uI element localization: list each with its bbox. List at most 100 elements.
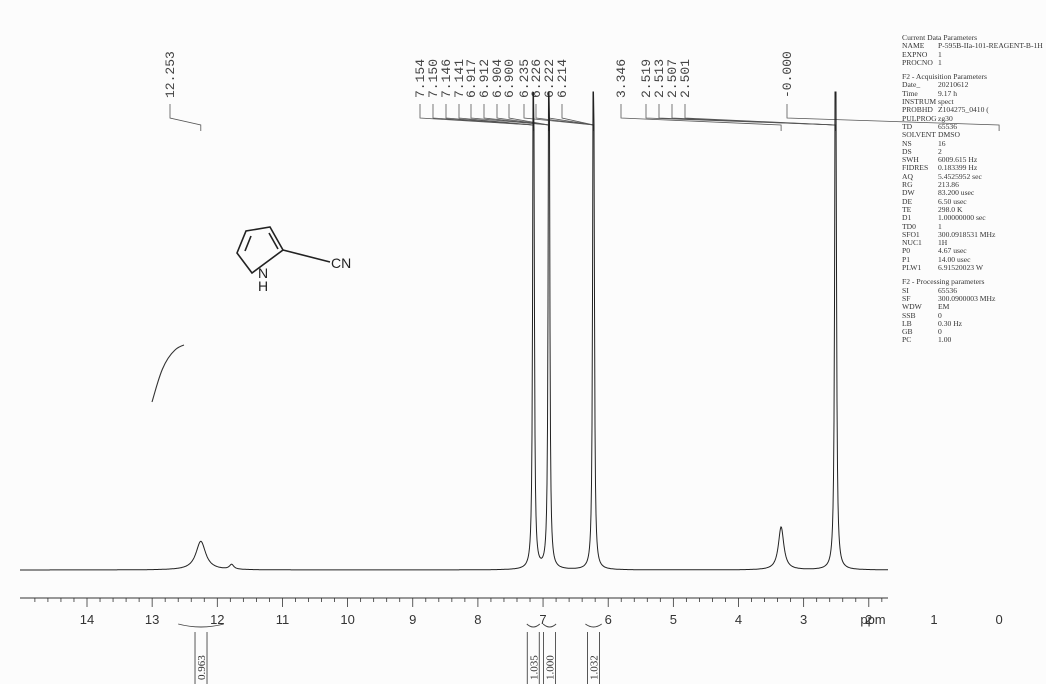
structure-double-bond-1 [244,235,252,252]
x-tick-label: 1 [930,612,937,627]
pyrrole-structure: CN N H [236,226,351,294]
parameter-key: LB [902,318,912,328]
x-tick-label: 2 [865,612,872,627]
parameter-value: 6.91520023 W [938,263,983,273]
peak-label: 3.346 [614,59,629,98]
parameter-value: 65536 [938,285,957,295]
parameter-value: 1.00000000 sec [938,213,986,223]
parameter-value: 4.67 usec [938,246,967,256]
parameter-key: EXPNO [902,49,928,59]
parameter-key: RG [902,180,913,190]
parameter-value: 14.00 usec [938,254,971,264]
peak-label: 2.507 [665,59,680,98]
peak-leader [508,104,550,131]
parameter-value: DMSO [938,130,960,140]
parameter-row: SSB 0 [902,310,1044,320]
parameter-value: 300.0918531 MHz [938,229,996,239]
x-tick-label: 3 [800,612,807,627]
x-tick-label: 6 [605,612,612,627]
parameter-value: 1H [938,238,948,248]
integral-bracket [178,623,224,628]
peak-label: 7.150 [426,59,441,98]
parameter-key: FIDRES [902,163,929,173]
peak-label: 6.214 [555,59,570,98]
parameter-value: Z104275_0410 ( [938,105,989,115]
parameter-key: INSTRUM [902,97,937,107]
parameter-key: NS [902,138,912,148]
parameter-key: SWH [902,155,919,165]
peak-leader [786,104,1000,131]
x-tick-label: 14 [80,612,94,627]
parameter-row: RG 213.86 [902,180,1044,190]
peak-leader [620,104,782,131]
peak-leader [658,104,836,131]
peak-label: 6.222 [542,59,557,98]
parameter-key: P0 [902,246,911,256]
parameter-key: DE [902,196,913,206]
x-tick-label: 12 [210,612,224,627]
integral-bracket [585,623,602,628]
parameter-key: SOLVENT [902,130,936,140]
peak-leader [470,104,550,131]
peak-leader [496,104,550,131]
peak-label: 7.141 [452,59,467,98]
parameter-key: SSB [902,310,916,320]
parameter-value: 0.30 Hz [938,318,963,328]
peak-leader [169,104,202,131]
parameter-key: AQ [902,171,913,181]
parameter-value: 0.183399 Hz [938,163,978,173]
structure-h-label: H [258,278,268,294]
parameter-section-title: Current Data Parameters [902,33,978,42]
peak-leader [645,104,836,131]
x-axis-unit: ppm [860,612,885,627]
parameter-value: 20210612 [938,80,969,90]
peak-label: 6.904 [490,59,505,98]
parameter-value: 2 [938,146,942,156]
x-tick-label: 11 [276,612,290,627]
parameter-row: FIDRES 0.183399 Hz [902,163,1044,173]
integral-value: 1.032 [589,655,601,680]
parameter-value: 300.0900003 MHz [938,293,996,303]
peak-leader-lines [169,104,1000,131]
peak-label: 2.513 [652,59,667,98]
parameter-value: 1 [938,49,942,59]
parameter-value: 0 [938,310,942,320]
parameter-key: GB [902,327,913,337]
parameter-row: DE 6.50 usec [902,196,1044,206]
peak-label: 7.146 [439,59,454,98]
parameter-value: 213.86 [938,180,959,190]
parameter-value: 6.50 usec [938,196,967,206]
parameter-value: 6009.615 Hz [938,155,978,165]
peak-label: 6.235 [517,59,532,98]
peak-leader [561,104,594,131]
integral-value: 1.035 [528,655,540,680]
parameter-key: DS [902,146,912,156]
structure-double-bond-2 [268,232,279,250]
parameter-value: 1 [938,57,942,67]
parameter-key: PC [902,335,912,345]
parameter-value: 65536 [938,121,957,131]
peak-label: 6.912 [477,59,492,98]
parameter-section-title: F2 - Acquisition Parameters [902,72,987,82]
spectrum-trace [20,91,888,571]
integral-curve-12ppm [151,344,185,403]
